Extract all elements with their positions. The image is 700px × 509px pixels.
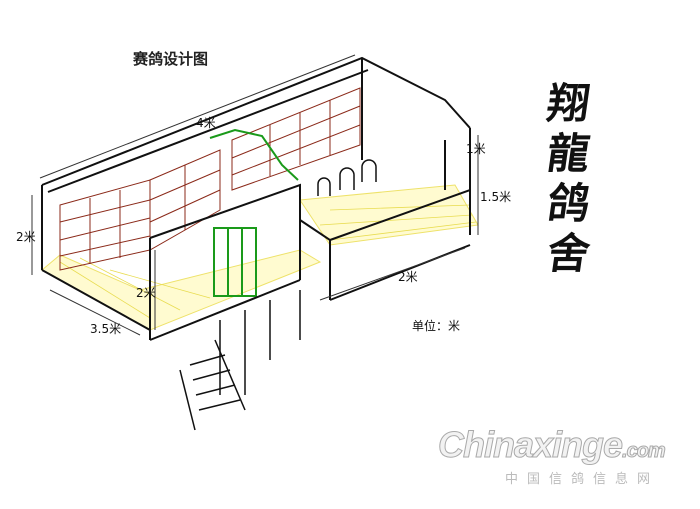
dim-depth: 3.5米 (90, 322, 122, 336)
diagram-title: 赛鸽设计图 (133, 50, 209, 68)
dimension-lines (31, 54, 479, 336)
green-partition (209, 128, 299, 297)
calligraphy-char: 舍 (544, 229, 594, 278)
dim-length: 4米 (196, 116, 216, 130)
watermark-brand: Chinaxinge (437, 424, 623, 466)
watermark-domain: .com (622, 440, 667, 463)
nest-shelves (59, 87, 361, 271)
dim-front-height: 2米 (136, 286, 156, 300)
dim-top-right: 1米 (466, 142, 486, 156)
stairs (179, 290, 301, 431)
unit-note: 单位：米 (412, 319, 461, 333)
loft-structure (41, 56, 471, 341)
dim-left-height: 2米 (16, 230, 36, 244)
dim-front-length: 2米 (398, 270, 418, 284)
watermark-logo: Chinaxinge.com (437, 424, 667, 466)
dim-right-height: 1.5米 (480, 190, 512, 204)
floor-lines (59, 204, 477, 319)
watermark-subtitle: 中国信鸽信息网 (505, 472, 660, 487)
